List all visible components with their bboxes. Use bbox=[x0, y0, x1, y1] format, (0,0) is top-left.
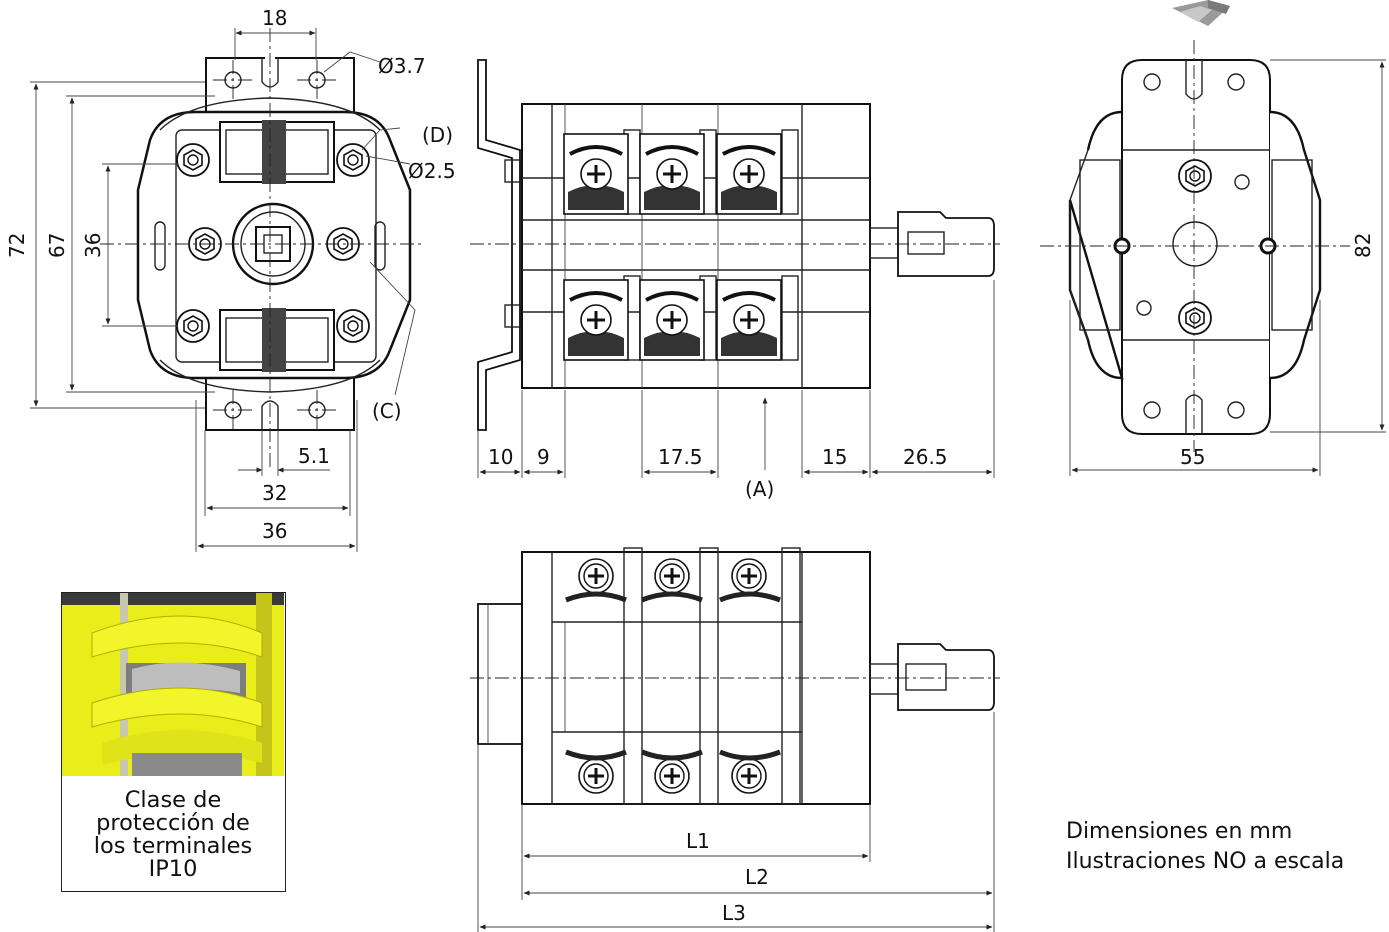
terminal-screw bbox=[638, 132, 706, 216]
corner-screw bbox=[176, 309, 210, 343]
terminal-screw bbox=[653, 757, 691, 795]
corner-screw bbox=[176, 143, 210, 177]
dim-10: 10 bbox=[488, 445, 513, 469]
inset-caption: Clase de protección de los terminales IP… bbox=[62, 789, 284, 881]
dim-l1: L1 bbox=[686, 829, 710, 853]
dim-26-5: 26.5 bbox=[903, 445, 948, 469]
caption-line: IP10 bbox=[148, 856, 198, 882]
terminal-screw bbox=[638, 278, 706, 362]
terminal-screw bbox=[577, 557, 615, 595]
dim-18: 18 bbox=[262, 6, 287, 30]
front-view: 18 Ø3.7 (D) Ø2.5 (C) 72 67 36 5.1 32 bbox=[5, 6, 456, 552]
caption-line: Clase de bbox=[124, 787, 222, 813]
dim-72: 72 bbox=[5, 233, 29, 258]
product-thumbnail-icon bbox=[1168, 0, 1238, 34]
dim-9: 9 bbox=[537, 445, 550, 469]
side-view: 10 9 17.5 15 26.5 (A) bbox=[470, 59, 1000, 501]
rear-plate bbox=[1121, 59, 1271, 435]
terminal-screw bbox=[562, 132, 630, 216]
drawing-notes: Dimensiones en mm Ilustraciones NO a esc… bbox=[1066, 817, 1344, 877]
corner-screw bbox=[336, 143, 370, 177]
callout-a: (A) bbox=[745, 477, 774, 501]
note-scale: Ilustraciones NO a escala bbox=[1066, 849, 1345, 874]
caption-line: los terminales bbox=[93, 833, 253, 859]
dim-15: 15 bbox=[822, 445, 847, 469]
dim-l2: L2 bbox=[745, 865, 769, 889]
dim-5-1: 5.1 bbox=[298, 444, 330, 468]
dim-pin-dia: Ø2.5 bbox=[408, 159, 456, 183]
note-units: Dimensiones en mm bbox=[1066, 819, 1293, 844]
caption-line: protección de bbox=[96, 810, 250, 836]
rear-screw bbox=[1178, 301, 1212, 335]
bottom-view: L1 L2 L3 bbox=[470, 547, 1000, 932]
dim-36-h: 36 bbox=[262, 519, 287, 543]
mounting-bracket bbox=[477, 59, 521, 431]
callout-d: (D) bbox=[422, 123, 453, 147]
dim-67: 67 bbox=[45, 233, 69, 258]
dim-17-5: 17.5 bbox=[658, 445, 703, 469]
terminal-screw bbox=[562, 278, 630, 362]
terminal-3d-illustration bbox=[62, 593, 284, 776]
terminal-screw bbox=[730, 757, 768, 795]
terminal-screw bbox=[653, 557, 691, 595]
rear-view: 82 55 bbox=[1040, 40, 1386, 476]
corner-screw bbox=[336, 309, 370, 343]
terminal-screw bbox=[730, 557, 768, 595]
callout-c: (C) bbox=[372, 399, 402, 423]
dim-82: 82 bbox=[1351, 233, 1375, 258]
rear-center-hole bbox=[1172, 221, 1218, 267]
dim-55: 55 bbox=[1180, 445, 1205, 469]
dim-32: 32 bbox=[262, 481, 287, 505]
dim-l3: L3 bbox=[722, 901, 746, 925]
terminal-screw bbox=[715, 132, 783, 216]
dim-hole-dia: Ø3.7 bbox=[378, 54, 426, 78]
terminal-screw bbox=[577, 757, 615, 795]
dim-36-v: 36 bbox=[81, 233, 105, 258]
terminal-protection-inset: Clase de protección de los terminales IP… bbox=[61, 592, 286, 892]
terminal-screw bbox=[715, 278, 783, 362]
rear-screw bbox=[1178, 159, 1212, 193]
